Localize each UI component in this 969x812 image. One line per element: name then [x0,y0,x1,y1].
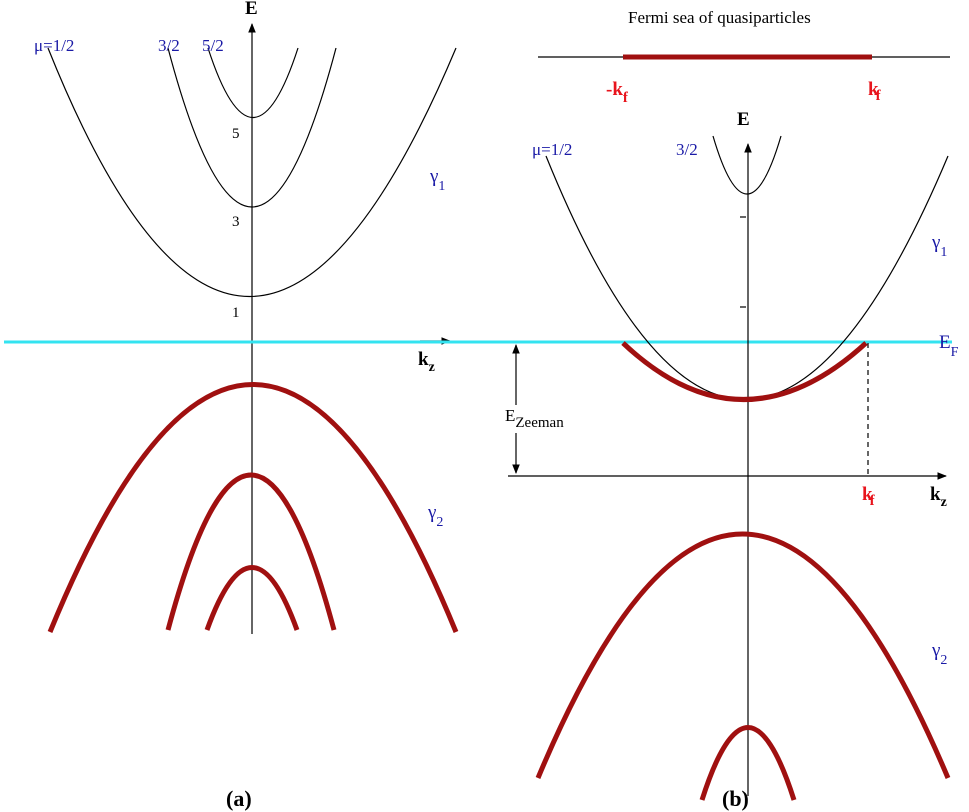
panel-a-hole-band-2 [165,472,337,631]
panel-b-electron-band-mu-3-2 [712,135,782,195]
panel-a-electron-band-mu-3-2 [167,47,337,208]
panel-b-mu-label-3-2: 3/2 [676,140,698,159]
panel-a-level-tick-1: 1 [232,305,240,321]
panel-b-gamma2-label: γ2 [931,640,947,668]
panel-b-hole-band-2 [699,725,797,801]
fermi-sea-neg-kf-label: -kf [606,79,629,106]
panel-b-occupied-band-segment [621,341,868,402]
zeeman-energy-label: EZeeman [505,406,564,431]
panel-a-level-tick-5: 5 [232,126,240,142]
panel-a-energy-axis-label: E [245,0,258,19]
panel-b-caption: (b) [722,786,749,811]
panel-b-kf-axis-label: kf [862,484,876,509]
panel-b-mu-label-1-2: μ=1/2 [532,140,572,159]
panel-b-hole-band-1 [535,531,951,779]
fermi-sea-title: Fermi sea of quasiparticles [628,8,811,27]
panel-a-kz-axis-label: kz [418,349,435,375]
panel-a-electron-band-mu-5-2 [207,47,299,118]
panel-b-fermi-energy-label: EF [939,332,959,360]
panel-b-energy-axis-label: E [737,109,750,130]
panel-a-mu-label-3-2: 3/2 [158,36,180,55]
panel-a-mu-label-5-2: 5/2 [202,36,224,55]
panel-a-gamma1-label: γ1 [429,166,445,194]
panel-a: E 1 3 5 μ=1/2 3/2 5/2 γ1 γ2 kz (a) [34,0,459,811]
fermi-sea-pos-kf-label: kf [868,79,882,104]
panel-a-hole-band-3 [204,565,300,631]
panel-a-electron-band-mu-1-2 [47,47,457,298]
panel-a-gamma2-label: γ2 [427,502,443,530]
panel-b-electron-band-mu-1-2 [545,155,949,400]
panel-b-gamma1-label: γ1 [931,232,947,260]
panel-b: Fermi sea of quasiparticles -kf kf E μ=1… [505,8,959,811]
panel-a-level-tick-3: 3 [232,214,240,230]
panel-a-mu-label-1-2: μ=1/2 [34,36,74,55]
panel-b-kz-axis-label: kz [930,484,947,510]
panel-a-hole-band-1 [47,382,459,633]
panel-a-caption: (a) [226,786,252,811]
